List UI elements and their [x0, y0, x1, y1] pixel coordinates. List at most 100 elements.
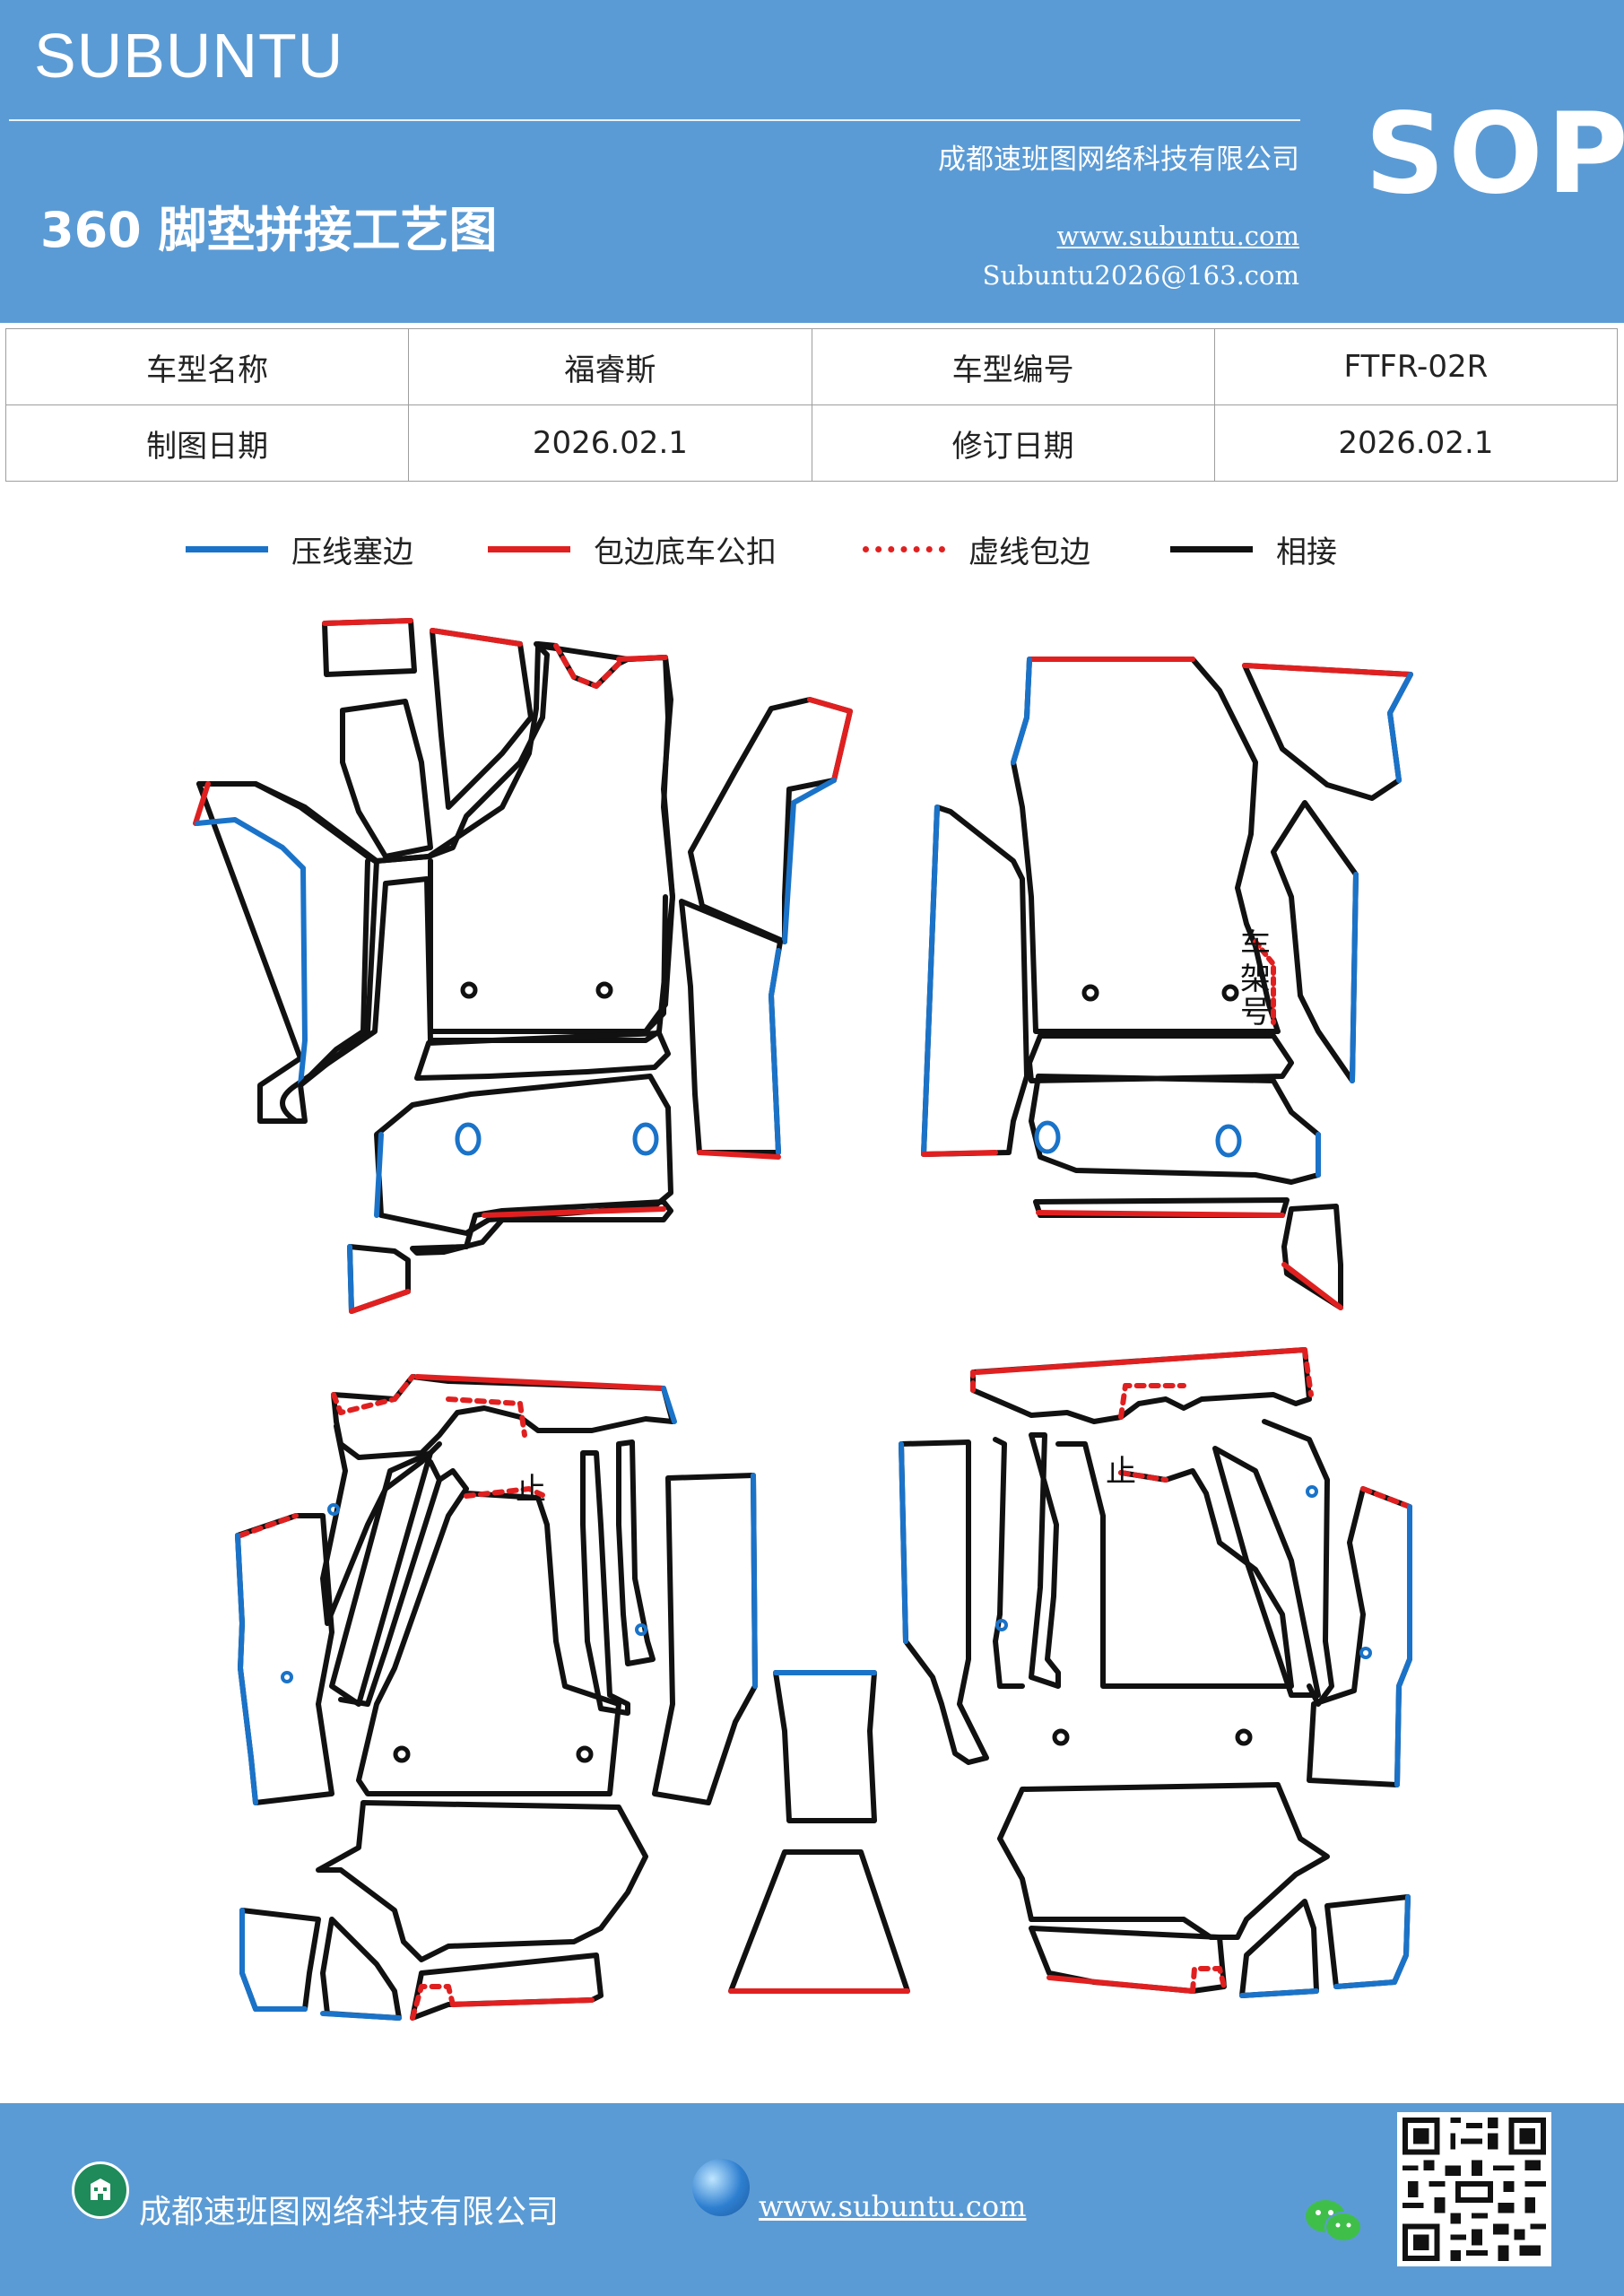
mat-piece [322, 618, 417, 677]
table-row: 车型名称 福睿斯 车型编号 FTFR-02R [4, 328, 1619, 405]
legend-line-dotted [863, 545, 945, 552]
header-email: Subuntu2026@163.com [982, 260, 1299, 291]
mat-piece [196, 781, 379, 1124]
mat-piece [410, 1199, 673, 1256]
model-code-label: 车型编号 [811, 328, 1215, 405]
wrap-edge [482, 1206, 666, 1218]
legend-item-join: 相接 [1170, 522, 1337, 576]
building-icon-glyph [91, 2179, 110, 2200]
mat-piece [320, 1917, 402, 2021]
stop-mark: 止 [516, 1472, 546, 1508]
rear-left-mat-group [235, 1374, 758, 2021]
mounting-hole [1221, 984, 1239, 1002]
wrap-edge [975, 1347, 1307, 1375]
wrap-edge [807, 697, 853, 783]
wrap-edge [430, 628, 523, 647]
press-edge [1239, 1988, 1319, 1998]
dotted-wrap-edge [464, 1486, 545, 1499]
dotted-wrap-edge [1253, 939, 1276, 1025]
line-legend: 压线塞边 包边底车公扣 虚线包边 相接 [0, 522, 1624, 576]
seam-line [993, 1437, 1025, 1689]
dotted-wrap-edge [1190, 1966, 1227, 1994]
mat-piece [1281, 1204, 1343, 1310]
mat-piece [1239, 1899, 1319, 1998]
mounting-hole [1235, 1728, 1253, 1746]
press-edge [769, 948, 781, 1155]
press-edge [374, 1132, 384, 1218]
wrap-edge [616, 655, 668, 662]
legend-label: 包边底车公扣 [594, 534, 777, 570]
legend-label: 压线塞边 [291, 534, 413, 570]
legend-label: 虚线包边 [968, 534, 1090, 570]
press-edge [1387, 672, 1413, 783]
header-divider [9, 119, 1300, 121]
seam-line [374, 641, 550, 864]
mat-piece [316, 1800, 648, 1962]
qr-code-icon [1397, 2112, 1551, 2266]
press-edge [235, 1533, 258, 1805]
mounting-hole [1052, 1728, 1070, 1746]
wechat-icon[interactable] [1302, 2195, 1365, 2248]
wrap-edge [1046, 1975, 1195, 1994]
brand-logo: SUBUNTU [34, 21, 344, 91]
wrap-edge [1036, 1210, 1285, 1218]
stop-mark-left: 止 [516, 1472, 546, 1508]
press-edge [1394, 1504, 1412, 1787]
mat-piece [1029, 1926, 1227, 1994]
legend-label: 相接 [1276, 534, 1337, 570]
stop-mark: 止 [1106, 1454, 1136, 1490]
table-row: 制图日期 2026.02.1 修订日期 2026.02.1 [4, 404, 1619, 482]
press-edge [751, 1473, 758, 1689]
front-left-mat-group [193, 618, 853, 1314]
vehicle-info-table: 车型名称 福睿斯 车型编号 FTFR-02R 制图日期 2026.02.1 修订… [4, 328, 1619, 482]
seam-line [338, 1459, 442, 1707]
press-edge [1333, 1894, 1411, 1989]
header-website-link[interactable]: www.subuntu.com [1056, 221, 1299, 251]
mat-piece [921, 804, 1029, 1157]
legend-item-press: 压线塞边 [186, 522, 413, 576]
press-edge [347, 1244, 354, 1314]
mounting-hole [281, 1671, 293, 1683]
mounting-hole [995, 1619, 1008, 1631]
press-edge-side [298, 865, 308, 1088]
press-edge-top [195, 817, 306, 871]
mat-piece [688, 697, 853, 944]
footer-website-link[interactable]: www.subuntu.com [759, 2189, 1027, 2223]
mat-piece [1011, 657, 1281, 1034]
mat-piece [428, 858, 668, 1034]
seam-line [298, 858, 370, 1088]
frame-number-label: 车 架 号 [1240, 927, 1271, 1031]
left-wing-top [205, 781, 378, 864]
mat-piece [580, 1450, 630, 1716]
mounting-hole [1306, 1485, 1318, 1498]
mounting-hole [1359, 1647, 1372, 1659]
mounting-hole [460, 981, 478, 999]
header-company: 成都速班图网络科技有限公司 [938, 144, 1299, 176]
dotted-wrap-edge [1118, 1470, 1168, 1483]
mat-piece [356, 1468, 621, 1796]
mat-piece [652, 1473, 758, 1805]
wrap-edge [1281, 1262, 1343, 1310]
building-icon [72, 2161, 129, 2219]
seam-line [320, 1423, 442, 1626]
model-code-value: FTFR-02R [1213, 328, 1619, 405]
press-edge [239, 1908, 308, 2012]
globe-icon [692, 2159, 750, 2216]
wrap-edge [697, 1150, 781, 1160]
mat-piece [899, 1439, 989, 1765]
mat-piece [340, 699, 433, 859]
seam-line [1262, 1419, 1334, 1707]
mat-piece [679, 899, 783, 1155]
mat-outline [196, 643, 675, 1124]
wrap-edge [349, 1289, 411, 1314]
legend-item-dotted: 虚线包边 [863, 522, 1090, 576]
mat-piece [970, 1347, 1312, 1424]
document-title: 360 脚垫拼接工艺图 [40, 202, 498, 258]
mounting-hole [576, 1745, 594, 1763]
wrap-edge [414, 1374, 666, 1391]
dotted-wrap-edge [1302, 1347, 1314, 1397]
wrap-edge [921, 1150, 998, 1157]
mat-piece [414, 1031, 671, 1081]
mat-piece [1271, 800, 1359, 1083]
dotted-wrap-edge [410, 1984, 456, 2021]
